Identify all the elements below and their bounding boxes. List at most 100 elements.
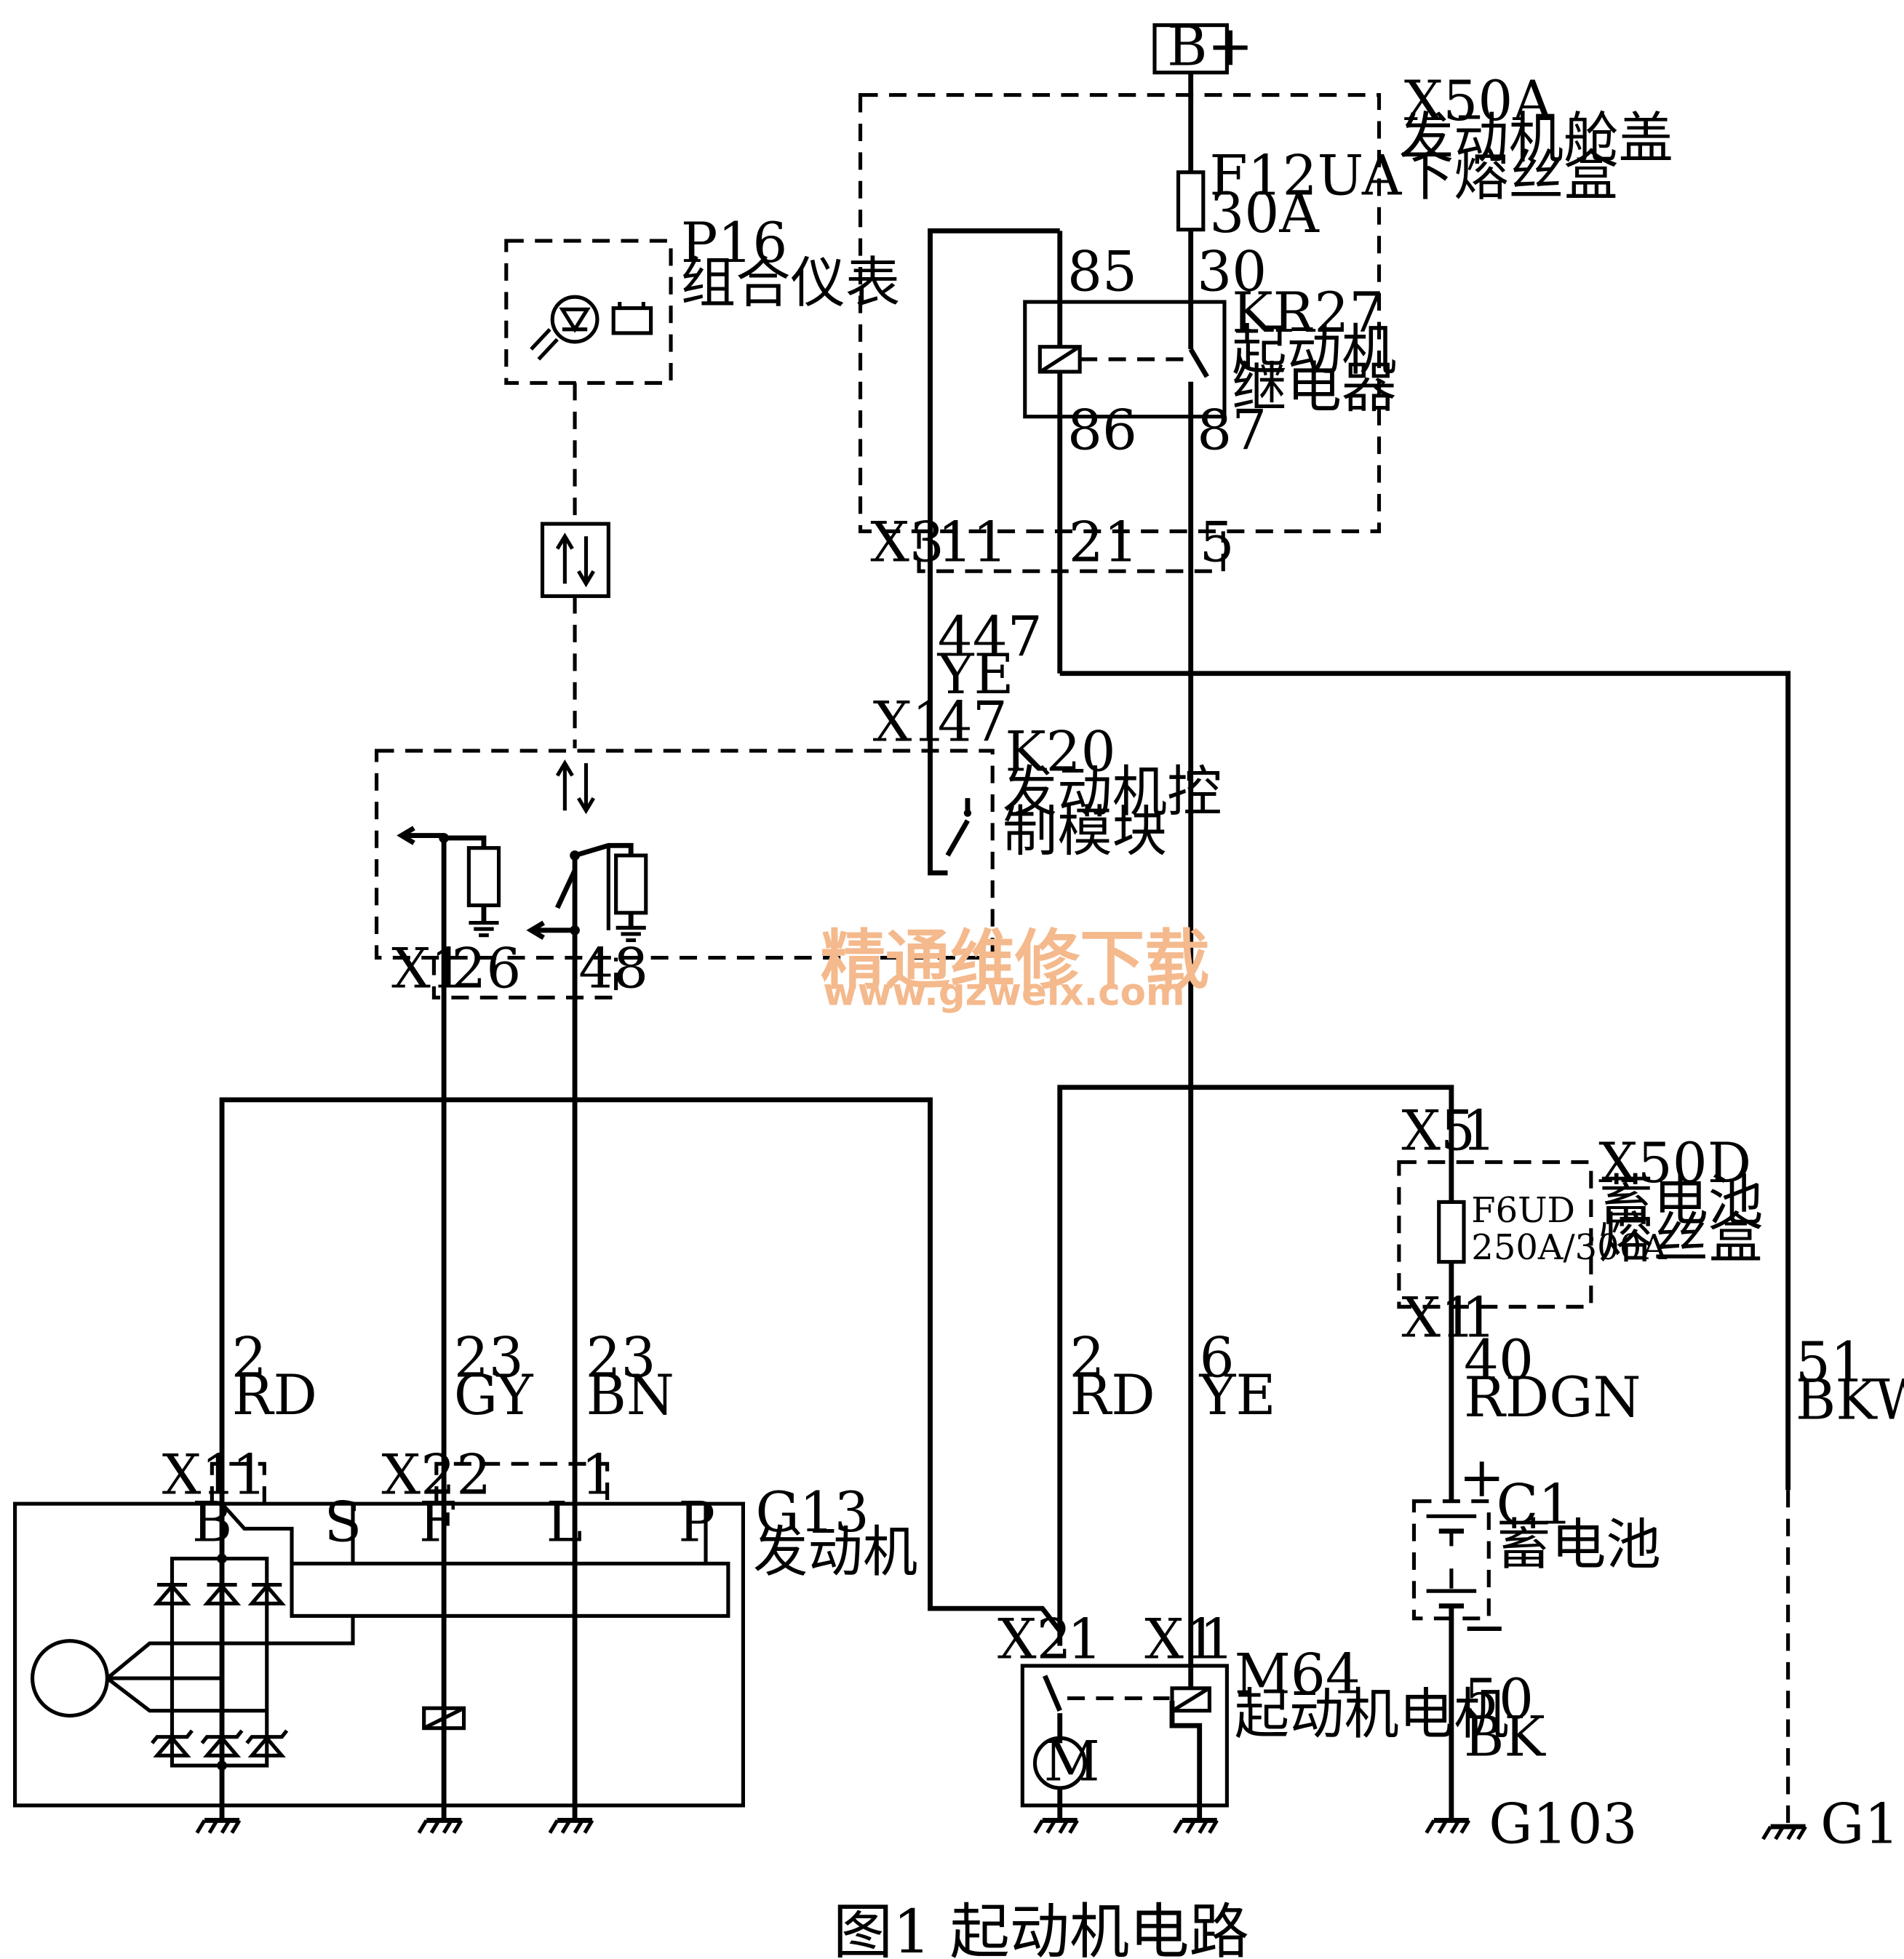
ecm-bottom-pin-26: 26 — [451, 937, 521, 1001]
generator-terminal-l: L — [546, 1491, 583, 1555]
generator-terminal-s: S — [324, 1491, 362, 1555]
fuse-box-x50a-name-2: 下熔丝盒 — [1399, 144, 1619, 208]
wire-40-number: 40 — [1464, 1328, 1534, 1392]
relay-switch-contact — [1188, 348, 1209, 378]
starter-x2-connector: X2 — [997, 1608, 1072, 1672]
cluster-p16-name: 组合仪表 — [681, 251, 901, 315]
ecm-start-switch — [945, 819, 970, 857]
battery-fuse-x5-connector: X5 — [1401, 1098, 1475, 1162]
wire-m64ye-number: 6 — [1200, 1325, 1235, 1389]
fuse-f6ud-id: F6UD — [1471, 1190, 1575, 1231]
starter-x2-pin: 1 — [1067, 1608, 1102, 1672]
field-coil-slash — [425, 1707, 463, 1729]
ecm-k20-name-2: 制模块 — [1003, 799, 1167, 863]
gen-x2-pin-1: 1 — [581, 1443, 616, 1507]
relay-pin-86: 86 — [1067, 398, 1137, 462]
figure-caption: 图1 起动机电路 — [833, 1898, 1249, 1959]
wire-2rd-gen-to-starter — [219, 1097, 1062, 1633]
starter-contact-switch — [1043, 1675, 1062, 1712]
warning-lamp-icon — [530, 295, 600, 361]
fuse-f12ua-symbol — [1176, 170, 1206, 232]
watermark-line-1: 精通维修下载 — [821, 923, 1210, 999]
wire-g13b-number: 2 — [232, 1325, 267, 1389]
ground-g103-icon — [1425, 1818, 1471, 1834]
battery-fuse-box-outline — [1397, 1160, 1593, 1309]
ecm-ground-48-icon — [616, 912, 646, 943]
wire-starter-to-battery-fuse — [1190, 1085, 1454, 1202]
ecm-switch-48 — [554, 869, 578, 909]
starter-x1-pin: 1 — [1200, 1608, 1235, 1672]
ecm-ground-26-icon — [469, 905, 499, 938]
ecm-k20-id: K20 — [1005, 719, 1115, 783]
connector-x3-label: X3 — [870, 511, 944, 575]
ecm-k20-outline — [375, 749, 995, 960]
wire-50-color: BK — [1464, 1704, 1546, 1768]
battery-c1-id: C1 — [1497, 1473, 1574, 1537]
bidirectional-arrows-icon — [555, 532, 595, 588]
battery-fuse-box-name-1: 蓄电池 — [1598, 1168, 1763, 1232]
data-link-gateway-box — [540, 522, 610, 599]
ecm-output-48-arrowhead — [526, 920, 545, 941]
generator-terminal-b: B — [192, 1491, 232, 1555]
watermark-line-2: www.gzweix.com — [823, 971, 1184, 1015]
generator-g13-id: G13 — [756, 1480, 869, 1544]
fuse-box-x50a-id: X50A — [1404, 69, 1554, 133]
relay-pin-30: 30 — [1197, 240, 1267, 304]
battery-fuse-x5-pin: 1 — [1462, 1098, 1497, 1162]
connector-x3-pin-21: 21 — [1069, 511, 1139, 575]
wire-447-color: YE — [937, 642, 1014, 706]
stator-phase-3 — [105, 1677, 267, 1713]
ground-gen-b-icon — [195, 1818, 242, 1834]
generator-terminal-f: F — [419, 1491, 457, 1555]
ground-g111-label: G111 — [1820, 1792, 1904, 1856]
gen-x1-connector-outline — [210, 1461, 266, 1504]
battery-plus-sign: + — [1459, 1445, 1505, 1509]
wire-51-bkwh-route — [1059, 671, 1791, 1491]
starter-solenoid-slash — [1174, 1688, 1208, 1712]
fuse-f6ud-symbol — [1437, 1200, 1466, 1264]
starter-m64-name: 起动机电机 — [1235, 1683, 1509, 1747]
gen-x2-connector-label: X2 — [381, 1443, 455, 1507]
starter-solenoid-return — [1169, 1700, 1203, 1821]
zener-lower-row-icon — [151, 1729, 289, 1757]
ecm-bottom-connector: X1 — [391, 937, 466, 1001]
battery-cells-icon — [1426, 1514, 1477, 1609]
wire-starter-rd-branch — [1057, 1085, 1191, 1646]
starter-m64-box — [1020, 1664, 1229, 1808]
cluster-p16-outline — [504, 239, 673, 386]
wire-m64rd-color: RD — [1069, 1363, 1155, 1427]
wire-relay85-loop — [928, 228, 1060, 876]
ground-g103-label: G103 — [1489, 1792, 1637, 1856]
rectifier-bottom-node — [217, 1760, 227, 1771]
ecm-k20-name-1: 发动机控 — [1003, 759, 1222, 823]
wire-g13f-color: GY — [454, 1363, 534, 1427]
ecm-resistor-26 — [466, 846, 501, 908]
ground-starter-solenoid-icon — [1173, 1818, 1219, 1834]
ground-gen-f-icon — [417, 1805, 463, 1834]
ecm-resistor-48 — [614, 853, 648, 915]
generator-terminal-strip — [290, 1561, 730, 1618]
starter-x1-connector: X1 — [1144, 1608, 1219, 1672]
gen-x1-connector-label: X1 — [162, 1443, 236, 1507]
generator-g13-box — [12, 1501, 746, 1808]
connector-x3-pin-5: 5 — [1200, 511, 1235, 575]
stator-winding-icon — [30, 1639, 109, 1718]
wire-51-color: BKWH — [1796, 1368, 1904, 1432]
wire-m64ye-color: YE — [1199, 1363, 1276, 1427]
battery-fuse-box-id: X50D — [1598, 1131, 1751, 1195]
field-coil-icon — [422, 1706, 466, 1731]
ground-gen-l-icon — [548, 1805, 594, 1834]
wire-g13b-color: RD — [232, 1363, 317, 1427]
battery-warning-icon — [611, 302, 653, 335]
wire-m64rd-number: 2 — [1069, 1325, 1104, 1389]
wire-g13f-number: 23 — [454, 1325, 524, 1389]
relay-kr27-name-2: 继电器 — [1232, 356, 1396, 420]
gen-x1-pin: 1 — [232, 1443, 267, 1507]
ecm-internal-arrows-icon — [555, 759, 595, 815]
battery-c1-name: 蓄电池 — [1497, 1512, 1661, 1576]
relay-kr27-name-1: 起动机 — [1232, 319, 1396, 383]
relay-kr27-id: KR27 — [1232, 281, 1384, 345]
battery-fuse-x1-connector: X1 — [1401, 1286, 1475, 1350]
relay-kr27-box — [1023, 300, 1227, 419]
